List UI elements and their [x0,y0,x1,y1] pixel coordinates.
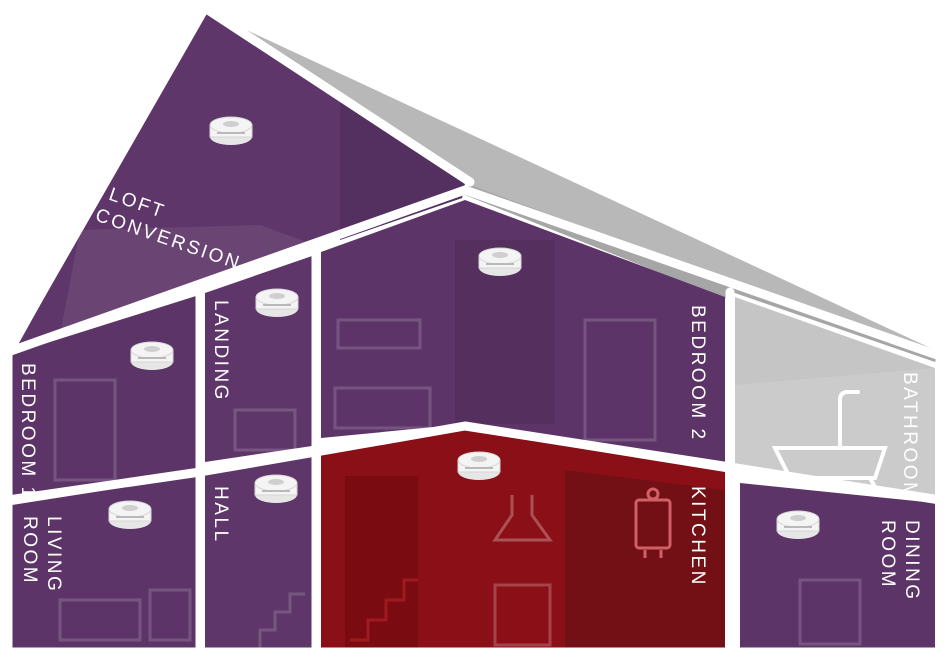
bedroom1-wardrobe [53,378,117,482]
living-label-line2: ROOM [19,516,40,585]
kitchen-oven [493,583,552,647]
living-label: LIVING ROOM [19,516,64,593]
smoke-alarm-icon [108,500,152,529]
landing-bannister [233,408,297,452]
smoke-alarm-icon [130,341,174,370]
kitchen-back-wall [565,470,725,650]
smoke-detectors [108,116,820,539]
living-fireplace [148,588,192,642]
smoke-alarm-icon [457,451,501,480]
kitchen-stairs [350,578,418,642]
bedroom2-label: BEDROOM 2 [687,305,708,442]
smoke-alarm-icon [776,510,820,539]
smoke-alarm-icon [254,474,298,503]
smoke-alarm-icon [209,116,253,145]
living-label-line1: LIVING [43,516,64,593]
dining-fireplace [798,578,862,646]
smoke-alarm-icon [478,247,522,276]
bathroom-label: BATHROOM [899,372,920,500]
bathtub-icon [771,390,888,489]
kitchen-stair-wall [345,476,418,652]
smoke-alarm-icon [255,288,299,317]
bedroom2-bed [333,386,432,430]
boiler-icon [634,487,672,558]
bedroom2-shelf [336,318,422,350]
cooker-hood-icon [492,495,553,542]
bedroom2-wardrobe [583,318,657,442]
hall-label: HALL [210,486,231,544]
roof-edge [203,5,947,355]
loft-room [14,12,465,352]
hall-stairs [258,592,305,648]
hall-room [205,455,312,648]
bedroom2-back-wall [455,240,555,424]
dining-label-line2: ROOM [877,520,898,589]
kitchen-label: KITCHEN [687,486,708,587]
dining-label: DINING ROOM [877,520,922,602]
landing-label: LANDING [210,300,231,402]
dining-label-line1: DINING [901,520,922,602]
house-walls [3,3,945,657]
living-sofa [58,598,142,642]
bedroom1-label: BEDROOM 1 [17,363,38,500]
